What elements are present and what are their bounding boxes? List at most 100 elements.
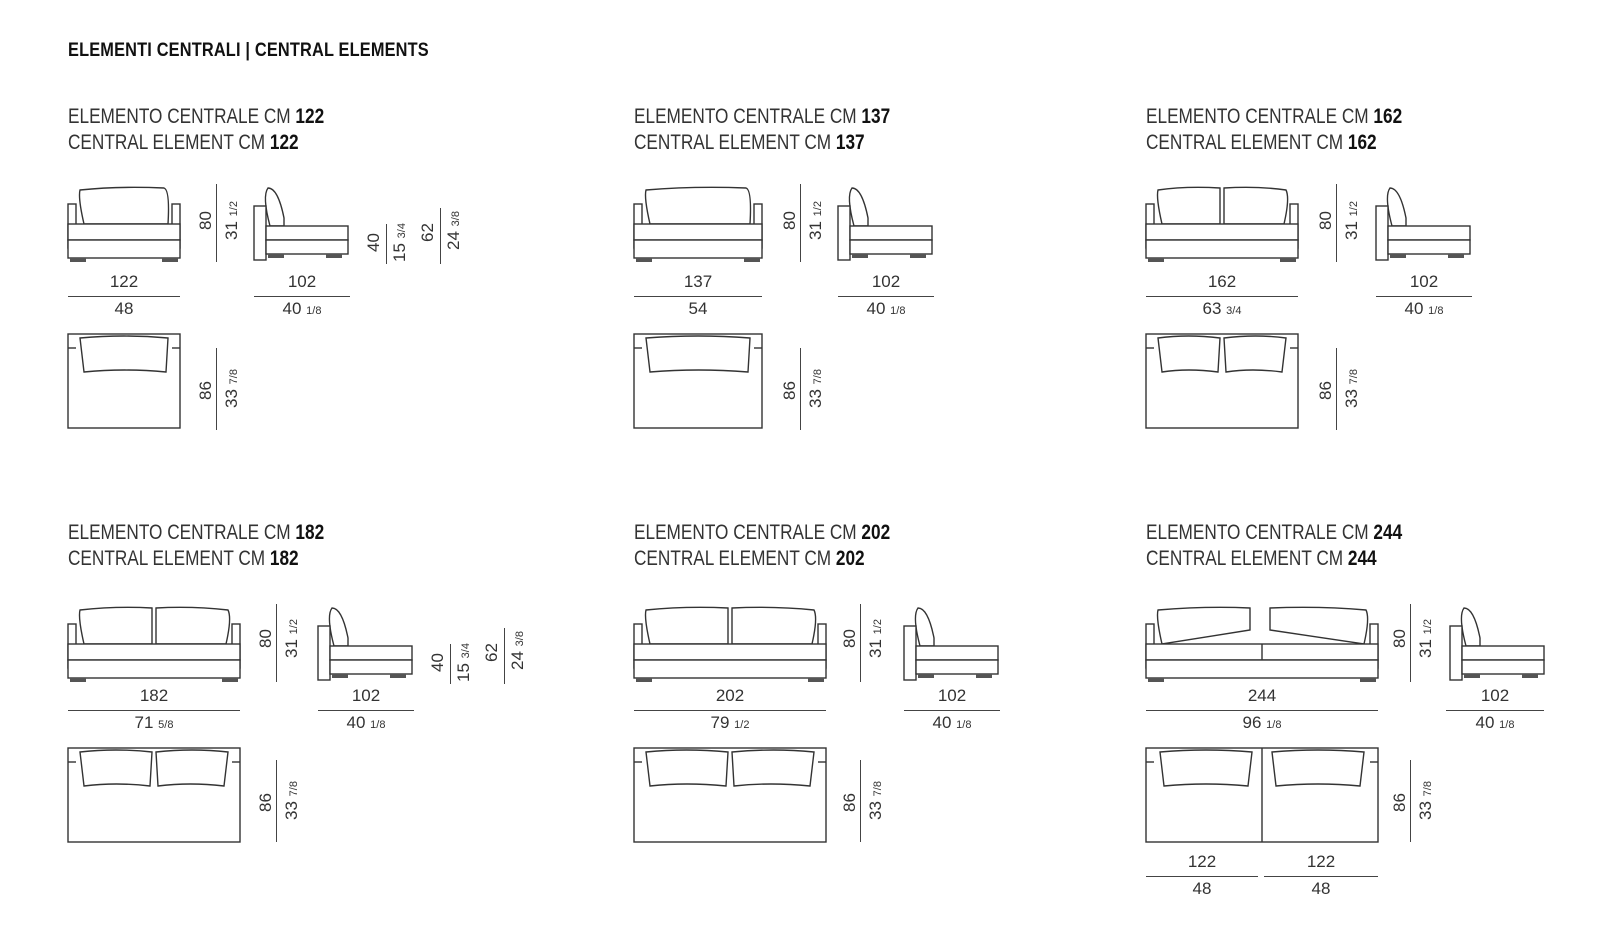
width-dim-line <box>634 710 826 711</box>
width-cm: 137 <box>683 272 713 291</box>
plan-depth-cm: 86 <box>196 381 215 400</box>
front-view-drawing <box>633 606 827 682</box>
sub-width-dim-line-right <box>1264 876 1378 877</box>
width-in: 63 3/4 <box>1202 299 1242 318</box>
height-dim-line <box>800 184 801 262</box>
plan-depth-in: 33 7/8 <box>866 781 885 820</box>
element-block-244: ELEMENTO CENTRALE CM 244 CENTRAL ELEMENT… <box>1145 520 1596 930</box>
depth-in: 40 1/8 <box>866 299 906 318</box>
plan-depth-cm: 86 <box>1390 793 1409 812</box>
plan-view-drawing <box>67 747 241 843</box>
depth-cm: 102 <box>937 686 967 705</box>
front-view-drawing <box>1145 186 1299 262</box>
front-view-drawing <box>633 186 763 262</box>
element-heading: ELEMENTO CENTRALE CM 137 CENTRAL ELEMENT… <box>634 104 890 156</box>
height-cm: 80 <box>256 629 275 648</box>
sub-width-in-left: 48 <box>1192 879 1212 898</box>
height-in: 31 1/2 <box>282 619 301 658</box>
plan-depth-dim-line <box>216 348 217 430</box>
front-view-drawing <box>67 606 241 682</box>
depth-in: 40 1/8 <box>1475 713 1515 732</box>
height-dim-line <box>276 604 277 682</box>
heading-it-label: ELEMENTO CENTRALE CM <box>1146 105 1374 128</box>
depth-dim-line <box>254 296 350 297</box>
plan-depth-dim-line <box>800 348 801 430</box>
height-dim-line <box>1410 604 1411 682</box>
heading-it-label: ELEMENTO CENTRALE CM <box>634 521 862 544</box>
depth-cm: 102 <box>1480 686 1510 705</box>
heading-it-size: 202 <box>861 521 891 544</box>
depth-dim-line <box>904 710 1000 711</box>
side-view-drawing <box>253 187 349 261</box>
width-dim-line <box>1146 296 1298 297</box>
height-in: 31 1/2 <box>806 201 825 240</box>
depth-dim-line <box>1446 710 1544 711</box>
front-view-drawing <box>67 186 181 262</box>
heading-en-size: 202 <box>835 547 865 570</box>
depth-in: 40 1/8 <box>282 299 322 318</box>
side-view-drawing <box>837 187 933 261</box>
height-dim-line <box>860 604 861 682</box>
width-dim-line <box>68 296 180 297</box>
plan-view-drawing <box>633 333 763 429</box>
arm-dim-line <box>504 628 505 684</box>
width-cm: 202 <box>715 686 745 705</box>
sub-width-cm-left: 122 <box>1187 852 1217 871</box>
heading-en-label: CENTRAL ELEMENT CM <box>634 131 836 154</box>
side-view-drawing <box>1449 607 1545 681</box>
element-block-122: ELEMENTO CENTRALE CM 122 CENTRAL ELEMENT… <box>67 104 548 444</box>
heading-it-label: ELEMENTO CENTRALE CM <box>634 105 862 128</box>
plan-depth-cm: 86 <box>780 381 799 400</box>
side-view-drawing <box>1375 187 1471 261</box>
heading-en-size: 162 <box>1347 131 1377 154</box>
element-heading: ELEMENTO CENTRALE CM 182 CENTRAL ELEMENT… <box>68 520 324 572</box>
element-heading: ELEMENTO CENTRALE CM 244 CENTRAL ELEMENT… <box>1146 520 1402 572</box>
height-in: 31 1/2 <box>222 201 241 240</box>
plan-depth-cm: 86 <box>256 793 275 812</box>
plan-view-drawing <box>633 747 827 843</box>
width-in: 96 1/8 <box>1242 713 1282 732</box>
plan-depth-in: 33 7/8 <box>282 781 301 820</box>
height-cm: 80 <box>1316 211 1335 230</box>
element-heading: ELEMENTO CENTRALE CM 202 CENTRAL ELEMENT… <box>634 520 890 572</box>
element-block-182: ELEMENTO CENTRALE CM 182 CENTRAL ELEMENT… <box>67 520 588 860</box>
depth-dim-line <box>838 296 934 297</box>
seat-in: 15 3/4 <box>454 643 473 682</box>
plan-depth-in: 33 7/8 <box>1416 781 1435 820</box>
sub-width-dim-line-left <box>1146 876 1258 877</box>
element-block-137: ELEMENTO CENTRALE CM 137 CENTRAL ELEMENT… <box>633 104 994 444</box>
heading-it-label: ELEMENTO CENTRALE CM <box>1146 521 1374 544</box>
plan-depth-dim-line <box>276 760 277 842</box>
heading-en-size: 137 <box>835 131 865 154</box>
width-cm: 244 <box>1247 686 1277 705</box>
width-in: 79 1/2 <box>710 713 750 732</box>
heading-en-size: 122 <box>269 131 299 154</box>
height-dim-line <box>1336 184 1337 262</box>
plan-depth-dim-line <box>860 760 861 842</box>
side-view-drawing <box>903 607 999 681</box>
heading-it-label: ELEMENTO CENTRALE CM <box>68 521 296 544</box>
seat-dim-line <box>386 224 387 264</box>
side-view-drawing <box>317 607 413 681</box>
height-in: 31 1/2 <box>866 619 885 658</box>
depth-cm: 102 <box>287 272 317 291</box>
plan-depth-in: 33 7/8 <box>1342 369 1361 408</box>
arm-dim-line <box>440 208 441 264</box>
height-cm: 80 <box>840 629 859 648</box>
width-cm: 122 <box>109 272 139 291</box>
depth-in: 40 1/8 <box>346 713 386 732</box>
heading-it-size: 137 <box>861 105 891 128</box>
element-block-202: ELEMENTO CENTRALE CM 202 CENTRAL ELEMENT… <box>633 520 1014 860</box>
depth-in: 40 1/8 <box>1404 299 1444 318</box>
element-heading: ELEMENTO CENTRALE CM 122 CENTRAL ELEMENT… <box>68 104 324 156</box>
width-dim-line <box>634 296 762 297</box>
height-cm: 80 <box>196 211 215 230</box>
heading-it-size: 122 <box>295 105 325 128</box>
depth-cm: 102 <box>351 686 381 705</box>
element-block-162: ELEMENTO CENTRALE CM 162 CENTRAL ELEMENT… <box>1145 104 1586 444</box>
height-dim-line <box>216 184 217 262</box>
width-in: 71 5/8 <box>134 713 174 732</box>
height-in: 31 1/2 <box>1342 201 1361 240</box>
plan-depth-in: 33 7/8 <box>222 369 241 408</box>
page-title: ELEMENTI CENTRALI | CENTRAL ELEMENTS <box>68 40 429 61</box>
